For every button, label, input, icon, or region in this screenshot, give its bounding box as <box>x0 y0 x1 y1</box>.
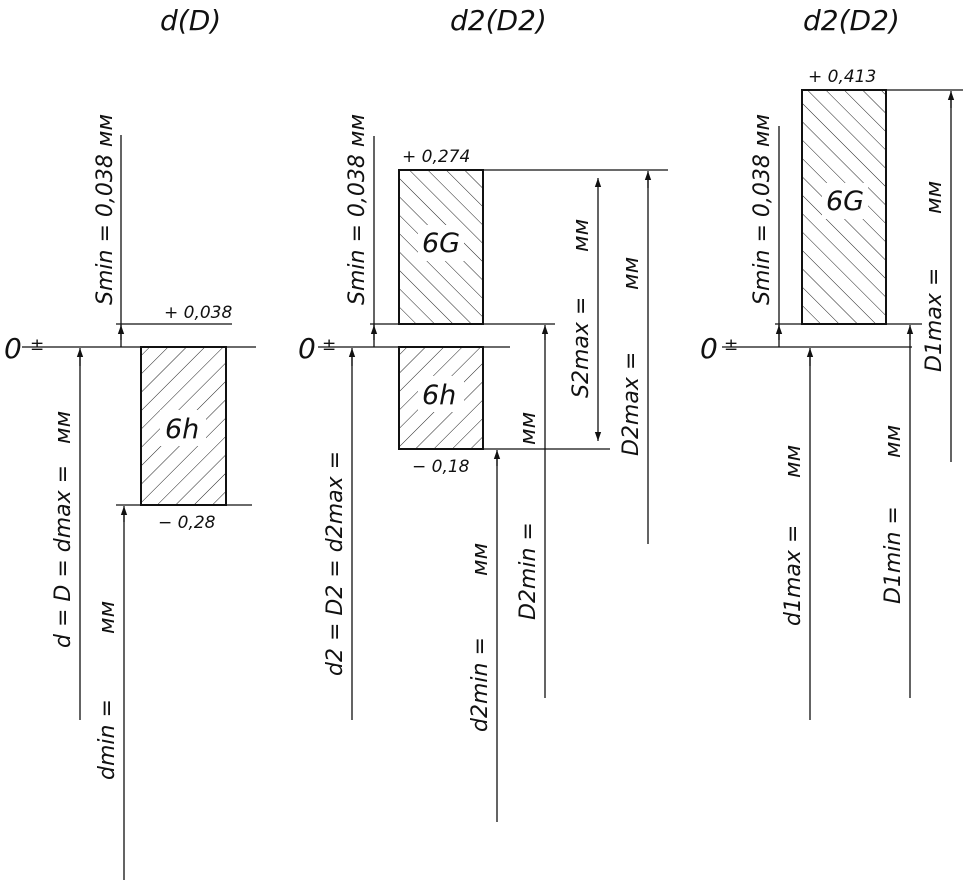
lower-dev-1: − 0,28 <box>158 513 216 533</box>
zero-sign-3: ± <box>724 335 738 355</box>
D2max-label-2: D2max = <box>619 352 644 456</box>
zero-label-2: 0 <box>298 332 316 365</box>
mm-label-d2min: мм <box>468 543 493 576</box>
D2min-label-2: D2min = <box>516 522 541 620</box>
d1max-label-3: d1max = <box>781 525 806 626</box>
S2max-label-2: S2max = <box>569 297 594 398</box>
panel-2-title: d2(D2) <box>450 4 547 37</box>
panel-3-title: d2(D2) <box>803 4 900 37</box>
smin-label-3: Smin = 0,038 мм <box>750 114 775 305</box>
zone-label-2-top: 6G <box>422 228 460 259</box>
mm-label-D1min: мм <box>881 425 906 458</box>
mm-label-1b: мм <box>95 601 120 634</box>
smin-label-1: Smin = 0,038 мм <box>93 114 118 305</box>
zone-label-3: 6G <box>826 186 864 217</box>
D1min-label-3: D1min = <box>881 506 906 604</box>
upper-dev-3: + 0,413 <box>808 67 876 87</box>
panel-d1: d2(D2) 0 ± Smin = 0,038 мм 6G + 0,413 мм… <box>700 4 963 720</box>
mm-label-D2min: мм <box>516 412 541 445</box>
d2min-label-2: d2min = <box>468 637 493 732</box>
zone-label-bg-2b <box>418 376 464 412</box>
upper-dev-1: + 0,038 <box>164 303 232 323</box>
D1max-label-3: D1max = <box>922 268 947 372</box>
zone-label-bg-3 <box>822 183 868 219</box>
zero-sign-1: ± <box>30 335 44 355</box>
panel-d: d(D) 0 ± + 0,038 Smin = 0,038 мм 6h − 0,… <box>4 4 256 880</box>
dmin-label-1: dmin = <box>95 699 120 780</box>
zone-label-2-bottom: 6h <box>422 380 456 411</box>
lower-dev-2: − 0,18 <box>412 457 470 477</box>
upper-dev-2: + 0,274 <box>402 147 470 167</box>
smin-label-2: Smin = 0,038 мм <box>345 114 370 305</box>
zero-sign-2: ± <box>322 335 336 355</box>
d2-label-2: d2 = D2 = d2max = <box>323 451 348 676</box>
zero-label-3: 0 <box>700 332 718 365</box>
zone-label-bg-1 <box>160 410 206 446</box>
mm-label-1a: мм <box>51 411 76 444</box>
mm-label-S2max: мм <box>569 219 594 252</box>
zero-label-1: 0 <box>4 332 22 365</box>
mm-label-d1max: мм <box>781 445 806 478</box>
zone-label-bg-2a <box>418 225 464 261</box>
zone-label-1: 6h <box>165 414 199 445</box>
panel-d2: d2(D2) 0 ± Smin = 0,038 мм 6G + 0,274 6h… <box>298 4 668 822</box>
d-label-1: d = D = dmax = <box>51 465 76 648</box>
panel-1-title: d(D) <box>160 4 221 37</box>
mm-label-right: мм <box>922 181 947 214</box>
mm-label-D2max: мм <box>619 257 644 290</box>
